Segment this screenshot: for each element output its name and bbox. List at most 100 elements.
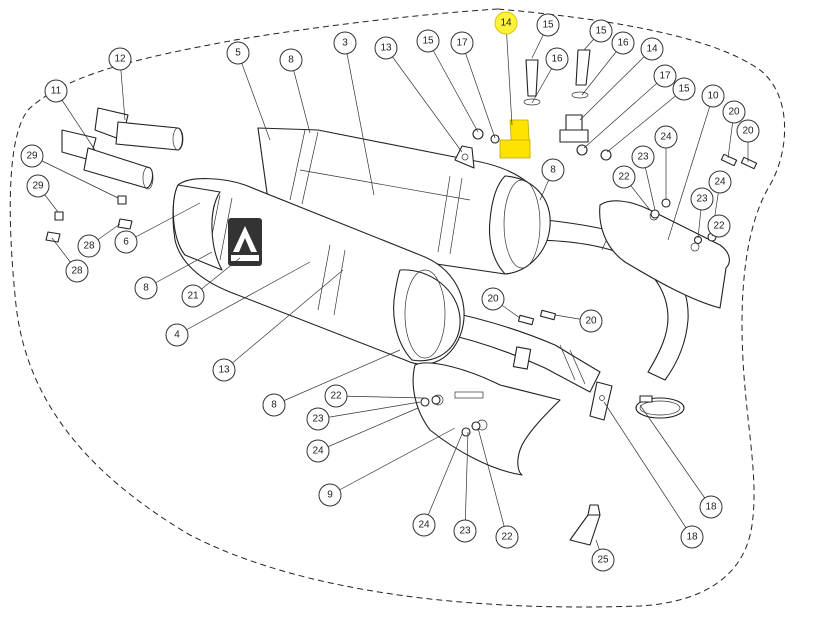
bolt-16-left[interactable]	[523, 59, 541, 106]
callout-c-20-d[interactable]: 20	[579, 309, 603, 333]
bolt-16-right[interactable]	[571, 49, 591, 99]
hanger-bracket[interactable]	[589, 381, 613, 421]
callout-c-20-c[interactable]: 20	[481, 287, 505, 311]
callout-circle-c-8-d[interactable]	[262, 393, 286, 417]
callout-c-13-top[interactable]: 13	[374, 36, 398, 60]
callout-c-8-c[interactable]: 8	[134, 276, 158, 300]
callout-circle-c-14-top[interactable]	[494, 11, 518, 35]
callout-circle-c-4[interactable]	[165, 323, 189, 347]
callout-c-15-c[interactable]: 15	[416, 29, 440, 53]
callout-c-29-b[interactable]: 29	[26, 174, 50, 198]
callout-circle-c-8-b[interactable]	[541, 158, 565, 182]
callout-circle-c-12[interactable]	[108, 47, 132, 71]
callout-circle-c-13-top[interactable]	[374, 36, 398, 60]
callout-c-28-a[interactable]: 28	[77, 234, 101, 258]
callout-c-16-b[interactable]: 16	[611, 31, 635, 55]
callout-circle-c-6[interactable]	[114, 230, 138, 254]
washer-17[interactable]	[472, 128, 612, 161]
callout-circle-c-23-d[interactable]	[453, 519, 477, 543]
callout-c-21[interactable]: 21	[181, 284, 205, 308]
callout-c-9[interactable]: 9	[318, 483, 342, 507]
callout-c-22-a[interactable]: 22	[612, 165, 636, 189]
callout-c-25[interactable]: 25	[591, 548, 615, 572]
callout-circle-c-8-a[interactable]	[279, 48, 303, 72]
clips-20-middle[interactable]	[517, 309, 557, 326]
callout-c-8-d[interactable]: 8	[262, 393, 286, 417]
end-cap-lower[interactable]	[61, 129, 154, 190]
callout-c-15-a[interactable]: 15	[536, 13, 560, 37]
callout-c-8-b[interactable]: 8	[541, 158, 565, 182]
callout-circle-c-22-a[interactable]	[612, 165, 636, 189]
callout-c-22-b[interactable]: 22	[707, 214, 731, 238]
callout-circle-c-20-c[interactable]	[481, 287, 505, 311]
callout-circle-c-10[interactable]	[701, 84, 725, 108]
callout-circle-c-9[interactable]	[318, 483, 342, 507]
callout-c-22-c[interactable]: 22	[324, 384, 348, 408]
callout-circle-c-15-d[interactable]	[672, 77, 696, 101]
callout-c-14[interactable]: 14	[640, 37, 664, 61]
callout-c-17-a[interactable]: 17	[450, 31, 474, 55]
callout-c-4[interactable]: 4	[165, 323, 189, 347]
callout-circle-c-22-d[interactable]	[495, 525, 519, 549]
heat-shield-lower[interactable]	[412, 362, 561, 476]
callout-circle-c-14[interactable]	[640, 37, 664, 61]
callout-circle-c-17-b[interactable]	[653, 64, 677, 88]
callout-c-17-b[interactable]: 17	[653, 64, 677, 88]
callout-c-28-b[interactable]: 28	[65, 259, 89, 283]
callout-circle-c-20-b[interactable]	[736, 119, 760, 143]
callout-c-11[interactable]: 11	[44, 79, 68, 103]
callout-circle-c-23-b[interactable]	[690, 187, 714, 211]
callout-circle-c-20-d[interactable]	[579, 309, 603, 333]
callout-circle-c-24-b[interactable]	[708, 170, 732, 194]
callout-circle-c-11[interactable]	[44, 79, 68, 103]
callout-c-3[interactable]: 3	[333, 31, 357, 55]
callout-c-15-d[interactable]: 15	[672, 77, 696, 101]
clips-20-right[interactable]	[720, 153, 758, 170]
callout-circle-c-16-a[interactable]	[545, 47, 569, 71]
bracket-right[interactable]	[559, 114, 589, 143]
spring-28[interactable]	[45, 218, 133, 243]
callout-c-24-d[interactable]: 24	[412, 513, 436, 537]
callout-c-20-a[interactable]: 20	[722, 100, 746, 124]
callout-circle-c-13-b[interactable]	[212, 358, 236, 382]
callout-circle-c-15-a[interactable]	[536, 13, 560, 37]
callout-circle-c-15-b[interactable]	[589, 19, 613, 43]
sealant-tube[interactable]	[569, 504, 601, 546]
callout-circle-c-8-c[interactable]	[134, 276, 158, 300]
exhaust-clamp[interactable]	[635, 395, 685, 419]
callout-c-22-d[interactable]: 22	[495, 525, 519, 549]
callout-circle-c-29-b[interactable]	[26, 174, 50, 198]
callout-c-24-c[interactable]: 24	[306, 439, 330, 463]
callout-circle-c-5[interactable]	[226, 41, 250, 65]
callout-circle-c-22-b[interactable]	[707, 214, 731, 238]
callout-c-12[interactable]: 12	[108, 47, 132, 71]
callout-c-10[interactable]: 10	[701, 84, 725, 108]
callout-c-5[interactable]: 5	[226, 41, 250, 65]
callout-circle-c-23-c[interactable]	[306, 407, 330, 431]
callout-c-6[interactable]: 6	[114, 230, 138, 254]
callout-circle-c-25[interactable]	[591, 548, 615, 572]
callout-c-13-b[interactable]: 13	[212, 358, 236, 382]
callout-c-8-a[interactable]: 8	[279, 48, 303, 72]
callout-c-18-a[interactable]: 18	[680, 525, 704, 549]
lower-silencer[interactable]	[172, 178, 601, 393]
rivet-29[interactable]	[54, 195, 127, 221]
callout-c-24-b[interactable]: 24	[708, 170, 732, 194]
callout-circle-c-29-a[interactable]	[20, 144, 44, 168]
callout-c-16-a[interactable]: 16	[545, 47, 569, 71]
callout-circle-c-24-d[interactable]	[412, 513, 436, 537]
callout-c-23-d[interactable]: 23	[453, 519, 477, 543]
callout-c-20-b[interactable]: 20	[736, 119, 760, 143]
callout-circle-c-16-b[interactable]	[611, 31, 635, 55]
callout-circle-c-3[interactable]	[333, 31, 357, 55]
callout-circle-c-15-c[interactable]	[416, 29, 440, 53]
callout-c-15-b[interactable]: 15	[589, 19, 613, 43]
callout-circle-c-28-a[interactable]	[77, 234, 101, 258]
callout-circle-c-24-c[interactable]	[306, 439, 330, 463]
callout-circle-c-20-a[interactable]	[722, 100, 746, 124]
callout-c-29-a[interactable]: 29	[20, 144, 44, 168]
callout-circle-c-22-c[interactable]	[324, 384, 348, 408]
callout-circle-c-23-a[interactable]	[631, 145, 655, 169]
callout-circle-c-21[interactable]	[181, 284, 205, 308]
callout-circle-c-28-b[interactable]	[65, 259, 89, 283]
